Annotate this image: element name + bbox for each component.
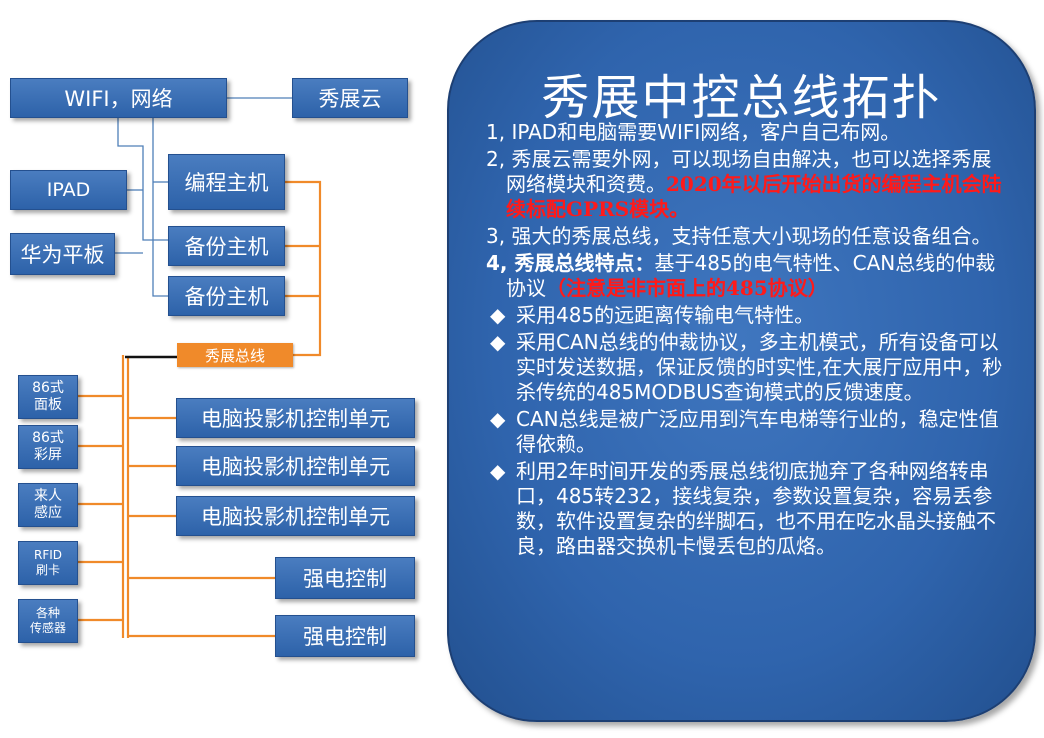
cloud-box: 秀展云 [292, 78, 408, 118]
panel-body: 1, IPAD和电脑需要WIFI网络，客户自己布网。 2, 秀展云需要外网，可以… [486, 120, 1006, 561]
panel-86-label-line2: 面板 [34, 397, 62, 413]
bullet-3-text: CAN总线是被广泛应用到汽车电梯等行业的，稳定性值得依赖。 [516, 407, 999, 456]
presence-sensor-label-line2: 感应 [34, 505, 62, 521]
diamond-bullet-icon: ◆ [490, 459, 506, 483]
projector-control-unit-1: 电脑投影机控制单元 [176, 398, 415, 438]
point-2-text: 2, 秀展云需要外网，可以现场自由解决，也可以选择秀展网络模块和资费。 [486, 147, 992, 196]
power-control-box-1: 强电控制 [275, 557, 415, 599]
rfid-label-line2: 刷卡 [35, 563, 60, 577]
power-control-label-2: 强电控制 [303, 625, 387, 649]
backup-host-box-1: 备份主机 [168, 226, 285, 266]
power-control-box-2: 强电控制 [275, 615, 415, 657]
ipad-label: IPAD [46, 179, 91, 201]
backup-host-box-2: 备份主机 [168, 276, 285, 316]
point-4-heading: 4, 秀展总线特点： [486, 251, 655, 275]
description-panel: 秀展中控总线拓扑 1, IPAD和电脑需要WIFI网络，客户自己布网。 2, 秀… [447, 20, 1036, 722]
point-3-text: 3, 强大的秀展总线，支持任意大小现场的任意设备组合。 [486, 224, 992, 248]
projector-control-label-2: 电脑投影机控制单元 [201, 455, 390, 479]
ipad-box: IPAD [10, 170, 127, 210]
power-control-label-1: 强电控制 [303, 567, 387, 591]
point-4-highlight: （注意是非市面上的485协议） [546, 276, 828, 300]
bullet-3: ◆ CAN总线是被广泛应用到汽车电梯等行业的，稳定性值得依赖。 [486, 407, 1006, 457]
diamond-bullet-icon: ◆ [490, 330, 506, 354]
cloud-label: 秀展云 [318, 87, 382, 111]
bullet-1: ◆ 采用485的远距离传输电气特性。 [486, 303, 1006, 328]
point-2-highlight: 2020年以后开始出货的编程主机会陆续标配GPRS模块。 [506, 172, 1002, 221]
rfid-label-line1: RFID [33, 548, 63, 562]
screen-86-box: 86式 彩屏 [18, 425, 78, 469]
backup-host-label-1: 备份主机 [184, 235, 269, 259]
bullet-2-text: 采用CAN总线的仲裁协议，多主机模式，所有设备可以实时发送数据，保证反馈的时实性… [516, 330, 1003, 404]
presence-sensor-box: 来人 感应 [18, 483, 78, 527]
point-1-text: 1, IPAD和电脑需要WIFI网络，客户自己布网。 [486, 120, 901, 144]
bus-label: 秀展总线 [177, 343, 293, 367]
diamond-bullet-icon: ◆ [490, 407, 506, 431]
point-4: 4, 秀展总线特点：基于485的电气特性、CAN总线的仲裁协议（注意是非市面上的… [486, 251, 1006, 301]
projector-control-unit-3: 电脑投影机控制单元 [176, 496, 415, 536]
diamond-bullet-icon: ◆ [490, 303, 506, 327]
hosts-to-bus-line [285, 180, 322, 357]
wifi-network-label: WIFI，网络 [64, 87, 173, 111]
panel-86-box: 86式 面板 [18, 375, 78, 419]
wifi-right-branch-line [152, 118, 168, 297]
huawei-tablet-box: 华为平板 [10, 233, 115, 275]
presence-sensor-label-line1: 来人 [34, 488, 62, 504]
screen-86-label-line1: 86式 [32, 430, 64, 446]
backup-host-label-2: 备份主机 [184, 285, 269, 309]
bullet-4: ◆ 利用2年时间开发的秀展总线彻底抛弃了各种网络转串口，485转232，接线复杂，… [486, 459, 1006, 559]
panel-86-label-line1: 86式 [32, 380, 64, 396]
panel-title: 秀展中控总线拓扑 [541, 70, 942, 126]
point-1: 1, IPAD和电脑需要WIFI网络，客户自己布网。 [486, 120, 1006, 145]
point-2: 2, 秀展云需要外网，可以现场自由解决，也可以选择秀展网络模块和资费。2020年… [486, 147, 1006, 222]
bullet-4-text: 利用2年时间开发的秀展总线彻底抛弃了各种网络转串口，485转232，接线复杂，参… [516, 459, 996, 558]
huawei-tablet-label: 华为平板 [20, 243, 105, 267]
bus-label-text: 秀展总线 [204, 346, 265, 365]
bullet-2: ◆ 采用CAN总线的仲裁协议，多主机模式，所有设备可以实时发送数据，保证反馈的时实… [486, 330, 1006, 405]
projector-control-unit-2: 电脑投影机控制单元 [176, 446, 415, 486]
point-3: 3, 强大的秀展总线，支持任意大小现场的任意设备组合。 [486, 224, 1006, 249]
programming-host-box: 编程主机 [168, 154, 285, 210]
rfid-box: RFID 刷卡 [18, 541, 78, 585]
screen-86-label-line2: 彩屏 [34, 447, 62, 463]
point-4-text: 基于485的电气特性、CAN总线的仲裁协议 [506, 251, 996, 300]
wifi-network-box: WIFI，网络 [10, 78, 227, 118]
various-sensors-box: 各种 传感器 [18, 599, 78, 643]
wifi-left-branch-line [117, 118, 168, 241]
projector-control-label-1: 电脑投影机控制单元 [201, 407, 390, 431]
various-sensors-label-line2: 传感器 [29, 621, 66, 635]
various-sensors-label-line1: 各种 [35, 606, 60, 620]
projector-control-label-3: 电脑投影机控制单元 [201, 505, 390, 529]
programming-host-label: 编程主机 [184, 171, 269, 195]
bullet-1-text: 采用485的远距离传输电气特性。 [516, 303, 815, 327]
